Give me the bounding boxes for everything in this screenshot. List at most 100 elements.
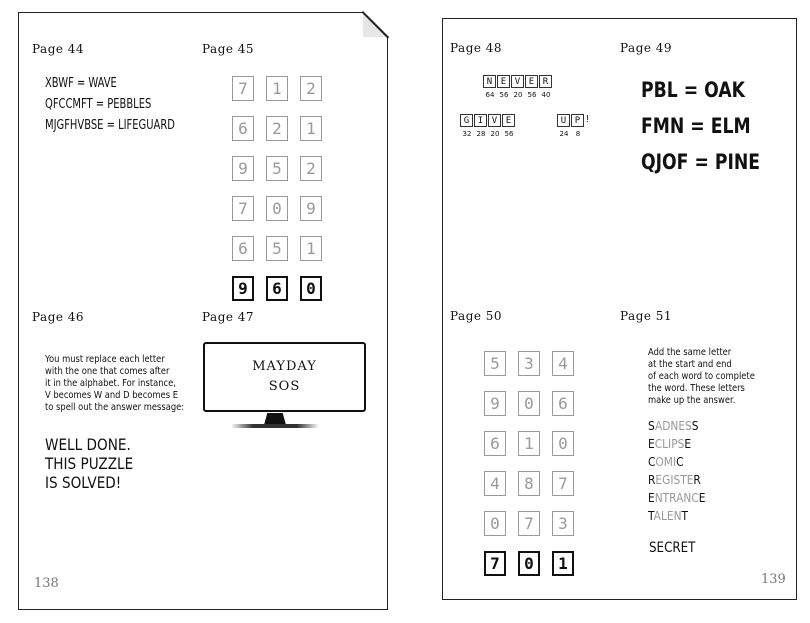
letter-box: V [511,75,524,88]
word-never: N E V E R [483,75,552,88]
letter-box: E [497,75,510,88]
word-middle: ADNES [654,418,692,433]
tree-cipher-list: PBL = OAK FMN = ELM QJOF = PINE [641,72,760,180]
grid-cell: 6 [552,391,574,416]
grid-cell: 2 [300,156,322,181]
word-last-letter: C [676,454,684,469]
word-last-letter: S [691,418,699,433]
letter-box: P [571,114,584,127]
section-label-page-44: Page 44 [32,42,85,56]
grid-cell: 2 [266,116,288,141]
letter-number: 40 [541,91,551,99]
word-last-letter: E [684,436,692,451]
word-up-numbers: 24 8 [557,130,585,138]
grid-cell: 9 [232,156,254,181]
section-label-page-48: Page 48 [450,41,503,55]
word-first-letter: E [648,490,655,505]
grid-cell: 1 [300,116,322,141]
word-last-letter: R [693,472,701,487]
page-corner-fold [363,11,389,37]
grid-cell: 7 [552,471,574,496]
instruction-line: make up the answer. [648,395,736,406]
grid-answer-cell: 1 [552,551,574,576]
word-middle: NTRANC [654,490,699,505]
word-up: U P [557,114,584,127]
instructions-page-46: You must replace each letter with the on… [45,354,184,414]
letter-box: U [557,114,570,127]
letter-box: E [525,75,538,88]
letter-number: 8 [575,130,581,138]
grid-cell: 0 [484,511,506,536]
grid-cell: 5 [266,236,288,261]
number-grid-page-50: 5 3 4 9 0 6 6 1 0 4 8 7 0 7 3 7 0 1 [484,351,574,576]
word-first-letter: E [648,436,655,451]
grid-cell: 1 [518,431,540,456]
word-middle: CLIPS [654,436,685,451]
letter-number: 56 [499,91,509,99]
word-first-letter: R [648,472,656,487]
message-line: IS SOLVED! [45,473,122,492]
section-label-page-45: Page 45 [202,42,255,56]
section-label-page-50: Page 50 [450,309,503,323]
word-item: SADNESS [648,417,705,435]
tree-cipher-line: QJOF = PINE [641,150,761,174]
letter-box: I [474,114,487,127]
instruction-line: it in the alphabet. For instance, [45,378,176,389]
word-list: SADNESS ECLIPSE COMIC REGISTER ENTRANCE … [648,417,705,525]
grid-cell: 3 [552,511,574,536]
grid-cell: 6 [232,116,254,141]
instruction-line: with the one that comes after [45,366,170,377]
monitor-line-2: SOS [268,379,301,394]
letter-number: 24 [559,130,569,138]
number-grid-page-45: 7 1 2 6 2 1 9 5 2 7 0 9 6 5 1 9 6 0 [232,76,322,301]
grid-cell: 4 [552,351,574,376]
page-number: 138 [34,576,59,591]
word-first-letter: C [648,454,656,469]
letter-number: 28 [476,130,486,138]
grid-cell: 9 [300,196,322,221]
word-item: TALENT [648,507,705,525]
right-page: Page 48 Page 49 N E V E R 64 56 20 56 40… [442,18,797,600]
instruction-line: You must replace each letter [45,354,165,365]
instruction-line: at the start and end [648,359,732,370]
letter-number: 20 [513,91,523,99]
grid-cell: 0 [266,196,288,221]
letter-number: 64 [485,91,495,99]
grid-cell: 6 [232,236,254,261]
word-give-numbers: 32 28 20 56 [460,130,516,138]
word-item: ECLIPSE [648,435,705,453]
grid-cell: 1 [300,236,322,261]
grid-cell: 0 [552,431,574,456]
instruction-line: of each word to complete [648,371,755,382]
section-label-page-51: Page 51 [620,309,673,323]
grid-cell: 2 [300,76,322,101]
grid-cell: 5 [266,156,288,181]
exclamation-mark: ! [586,114,589,125]
letter-box: V [488,114,501,127]
word-first-letter: T [648,508,654,523]
instruction-line: the word. These letters [648,383,745,394]
word-middle: OMI [655,454,677,469]
grid-cell: 8 [518,471,540,496]
letter-box: E [502,114,515,127]
grid-cell: 9 [484,391,506,416]
monitor-stand [264,413,286,425]
monitor-screen: MAYDAY SOS [203,342,366,412]
word-last-letter: E [698,490,706,505]
grid-answer-cell: 0 [518,551,540,576]
letter-number: 20 [490,130,500,138]
instruction-line: Add the same letter [648,347,732,358]
grid-cell: 6 [484,431,506,456]
answer-message: WELL DONE. THIS PUZZLE IS SOLVED! [45,435,133,492]
word-item: ENTRANCE [648,489,705,507]
letter-number: 32 [462,130,472,138]
word-last-letter: T [681,508,689,523]
section-label-page-46: Page 46 [32,310,85,324]
message-line: THIS PUZZLE [45,454,134,473]
grid-cell: 5 [484,351,506,376]
grid-answer-cell: 7 [484,551,506,576]
left-page: Page 44 Page 45 XBWF = WAVE QFCCMFT = PE… [18,11,389,610]
grid-answer-cell: 6 [266,276,288,301]
grid-cell: 7 [232,196,254,221]
page-number: 139 [761,572,786,587]
